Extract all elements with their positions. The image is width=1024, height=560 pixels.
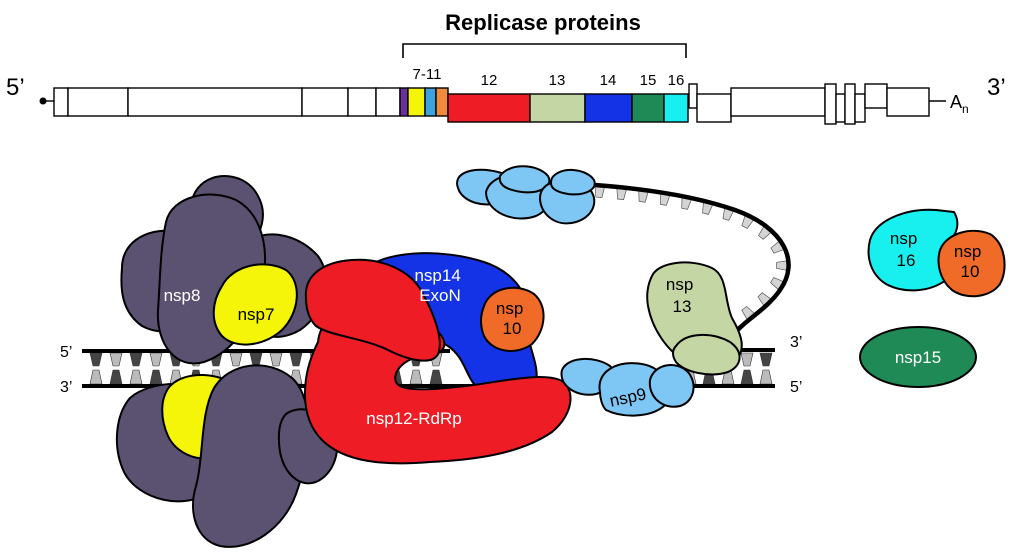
nsp13-shape-lower <box>672 334 741 376</box>
nsp8-label: nsp8 <box>164 286 201 305</box>
orf-block <box>835 93 846 123</box>
nsp13-label: nsp 13 <box>666 275 698 316</box>
nsp9-blob <box>550 169 596 196</box>
base-bottom <box>409 369 423 385</box>
nsp13-segment <box>529 93 586 123</box>
orf1-block <box>301 87 349 117</box>
nsp13-helicase: nsp 13 <box>646 261 743 376</box>
strand-label-top-right: 3’ <box>790 334 802 351</box>
nsp12-rdrp-upper <box>304 258 441 362</box>
nsp10-inner-label-line1: nsp <box>496 299 523 318</box>
strand-label-bottom-left: 3’ <box>60 379 72 396</box>
nsp15-shape <box>859 326 977 388</box>
orf1-block <box>375 87 401 117</box>
nsp7-segment <box>399 87 409 117</box>
nsp14-label: nsp14 ExoN <box>414 266 465 305</box>
base-bottom <box>759 369 773 385</box>
orf-block <box>696 93 732 123</box>
nsp10-right-label: nsp 10 <box>954 242 986 281</box>
base-top <box>89 352 103 367</box>
nsp16-label-line2: 16 <box>897 251 916 270</box>
nsp7-label: nsp7 <box>238 305 275 324</box>
base-bottom <box>429 369 443 385</box>
nsp8-lower-front <box>192 364 310 548</box>
nsp9-blob <box>648 364 695 408</box>
segment-label-7-11: 7-11 <box>413 66 442 83</box>
nsp8-nsp7-complex: nsp8 nsp7 <box>115 175 339 548</box>
replicase-heading: Replicase proteins <box>445 10 641 35</box>
base-bottom <box>740 369 754 385</box>
orf1-block <box>127 87 303 117</box>
nsp14-label-line1: nsp14 <box>414 266 460 285</box>
orf-block <box>854 93 866 123</box>
nsp15-segment <box>631 93 665 123</box>
orf-block <box>688 83 698 109</box>
nsp9-on-ssrna <box>456 165 596 225</box>
nsp12-segment <box>447 93 531 123</box>
base-bottom <box>149 369 163 385</box>
polymerase-complex: nsp14 ExoN nsp 10 nsp12-RdRp <box>303 252 572 465</box>
nsp10-inner-label-line2: 10 <box>503 319 522 338</box>
base-top <box>229 352 243 367</box>
orf1-block <box>347 87 377 117</box>
nsp9-on-duplex: nsp9 <box>560 358 695 417</box>
strand-label-bottom-right: 5’ <box>790 379 802 396</box>
nsp14-label-line2: ExoN <box>419 286 461 305</box>
polyA-label: An <box>950 92 969 116</box>
nsp10-segment <box>435 87 449 117</box>
base-bottom <box>109 369 123 385</box>
nsp13-label-line2: 13 <box>673 297 692 316</box>
base-top <box>149 352 163 367</box>
genome-5prime-label: 5’ <box>6 74 25 101</box>
nsp16-label-line1: nsp <box>890 229 917 248</box>
nsp15-label: nsp15 <box>895 348 941 367</box>
orf-block <box>824 83 837 125</box>
base-top <box>129 352 143 367</box>
nsp10-right-shape <box>937 229 1006 298</box>
nsp10-right-label-line2: 10 <box>961 262 980 281</box>
nsp10-inner-shape <box>480 286 545 352</box>
genome-3prime-label: 3’ <box>987 74 1006 101</box>
base-top <box>759 352 773 367</box>
base-top <box>289 352 303 367</box>
segment-label-13: 13 <box>549 72 566 89</box>
base-top <box>269 352 283 367</box>
orf-block <box>886 87 930 117</box>
strand-label-top-left: 5’ <box>60 344 72 361</box>
orf-block <box>864 83 888 109</box>
base-bottom <box>129 369 143 385</box>
segment-label-12: 12 <box>481 72 498 89</box>
nsp9-segment <box>424 87 437 117</box>
segment-label-14: 14 <box>600 72 617 89</box>
nsp10-inner-label: nsp 10 <box>496 299 528 338</box>
segment-label-15: 15 <box>640 72 657 89</box>
base-top <box>109 352 123 367</box>
base-top <box>249 352 263 367</box>
segment-label-16: 16 <box>668 72 685 89</box>
free-proteins: nsp 16 nsp 10 nsp15 <box>859 208 1006 388</box>
base-top <box>740 352 754 367</box>
base-bottom <box>89 369 103 385</box>
orf-block <box>844 83 856 125</box>
nsp16-segment <box>663 93 689 123</box>
orf1-block <box>67 87 129 117</box>
replicase-bracket <box>402 43 687 58</box>
orf-block <box>730 87 826 117</box>
nsp14-segment <box>584 93 633 123</box>
nsp8-segment <box>407 87 426 117</box>
nsp13-label-line1: nsp <box>666 275 693 294</box>
nsp12-label: nsp12-RdRp <box>366 409 461 428</box>
nsp10-right-label-line1: nsp <box>954 242 981 261</box>
nsp16-label: nsp 16 <box>890 229 922 270</box>
nsp7-upper <box>212 263 298 346</box>
genome-map: Replicase proteins 5’ 7-11 12 13 14 15 1… <box>6 10 1006 125</box>
orf1-block <box>53 87 69 117</box>
